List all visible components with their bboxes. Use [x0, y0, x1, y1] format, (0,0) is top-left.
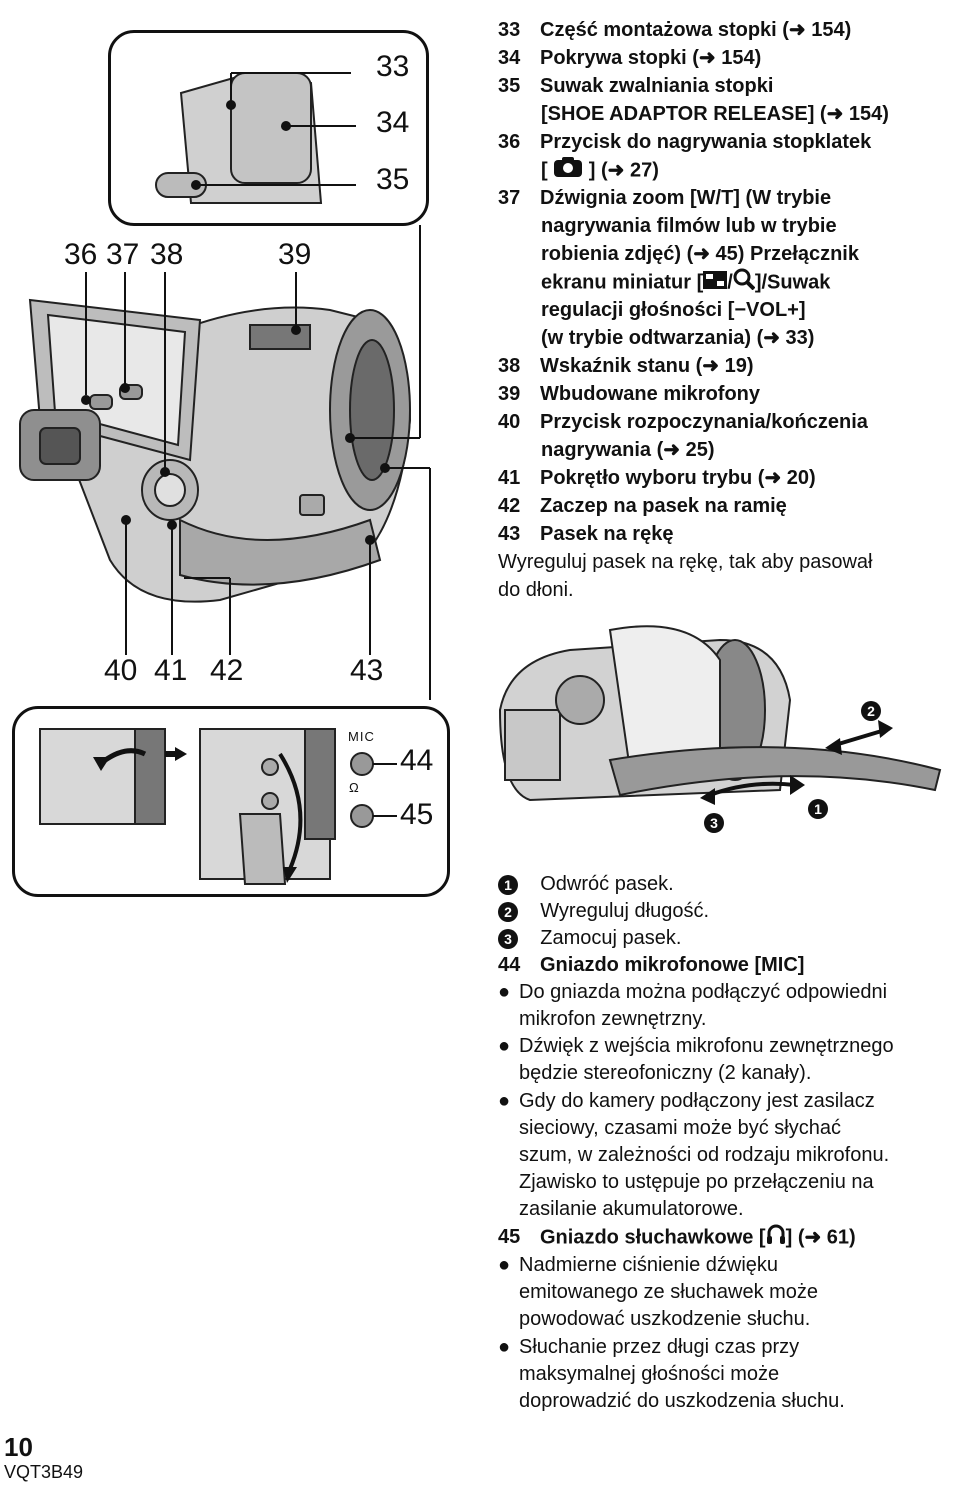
callout-35: 35 — [376, 163, 410, 196]
bullet-44-3-line1: Gdy do kamery podłączony jest zasilacz — [519, 1090, 875, 1112]
headphones-icon — [766, 1223, 786, 1253]
hand-marker-2: 2 — [861, 701, 881, 721]
hand-marker-1: 1 — [808, 799, 828, 819]
bullet-44-2: ● — [498, 1035, 511, 1057]
bullet-44-3: ● — [498, 1090, 511, 1112]
step-3: 3 Zamocuj pasek. — [498, 924, 681, 952]
list-item-40-cont: nagrywania (➜ 25) — [541, 439, 715, 461]
callout-38: 38 — [150, 238, 184, 271]
callout-43: 43 — [350, 654, 384, 687]
camcorder-illustration — [19, 225, 431, 700]
callout-37: 37 — [106, 238, 140, 271]
bullet-44-2-line1: Dźwięk z wejścia mikrofonu zewnętrznego — [519, 1035, 894, 1057]
shoe-detail-inset — [108, 30, 429, 226]
mic-jack-label: MIC — [348, 729, 375, 744]
camera-icon — [553, 156, 583, 186]
callout-36: 36 — [64, 238, 98, 271]
callout-45: 45 — [400, 798, 434, 831]
bullet-45-2-line1: Słuchanie przez długi czas przy — [519, 1336, 800, 1358]
callout-44: 44 — [400, 744, 434, 777]
hand-marker-3: 3 — [704, 813, 724, 833]
list-item-37-cont2: robienia zdjęć) (➜ 45) Przełącznik — [541, 243, 859, 265]
callout-40: 40 — [104, 654, 138, 687]
bullet-45-2-line2: maksymalnej głośności może — [519, 1363, 780, 1385]
bullet-45-1-line3: powodować uszkodzenie słuchu. — [519, 1308, 811, 1330]
list-item-37-cont5: (w trybie odtwarzania) (➜ 33) — [541, 327, 815, 349]
jack-detail-inset — [12, 706, 450, 897]
step-2: 2 Wyreguluj długość. — [498, 897, 709, 925]
jack-detail-drawing — [39, 728, 397, 885]
bullet-44-3-line5: zasilanie akumulatorowe. — [519, 1198, 744, 1220]
bullet-45-2-line3: doprowadzić do uszkodzenia słuchu. — [519, 1390, 845, 1412]
list-item-37-cont3: ekranu miniatur [/]/Suwak — [541, 268, 830, 298]
list-item-36-cont: [ ] (➜ 27) — [541, 156, 659, 186]
bullet-45-1-line2: emitowanego ze słuchawek może — [519, 1281, 819, 1303]
bullet-44-3-line3: szum, w zależności od rodzaju mikrofonu. — [519, 1144, 890, 1166]
bullet-45-2: ● — [498, 1336, 511, 1358]
list-item-35-cont: [SHOE ADAPTOR RELEASE] (➜ 154) — [541, 103, 889, 125]
callout-39: 39 — [278, 238, 312, 271]
bullet-44-2-line2: będzie stereofoniczny (2 kanały). — [519, 1062, 812, 1084]
bullet-44-1-line1: Do gniazda można podłączyć odpowiedni — [519, 981, 888, 1003]
shoe-detail-drawing — [155, 71, 356, 204]
bullet-45-1: ● — [498, 1254, 511, 1276]
bullet-44-1: ● — [498, 981, 511, 1003]
page-number: 10 — [4, 1432, 33, 1462]
callout-33: 33 — [376, 50, 410, 83]
thumbnail-icon — [703, 269, 728, 297]
callout-41: 41 — [154, 654, 188, 687]
callout-42: 42 — [210, 654, 244, 687]
zoom-magnifier-icon — [733, 268, 756, 298]
callout-34: 34 — [376, 106, 410, 139]
headphone-icon: Ω — [349, 780, 359, 795]
bullet-45-1-line1: Nadmierne ciśnienie dźwięku — [519, 1254, 779, 1276]
list-item-37-cont4: regulacji głośności [−VOL+] — [541, 299, 806, 321]
hand-strap-illustration — [498, 625, 942, 805]
bullet-44-3-line2: sieciowy, czasami może być słychać — [519, 1117, 841, 1139]
bullet-44-1-line2: mikrofon zewnętrzny. — [519, 1008, 707, 1030]
step-1: 1 Odwróć pasek. — [498, 870, 674, 898]
bullet-44-3-line4: Zjawisko to ustępuje po przełączeniu na — [519, 1171, 874, 1193]
list-item-37-cont1: nagrywania filmów lub w trybie — [541, 215, 837, 237]
strap-note-line1: Wyreguluj pasek na rękę, tak aby pasował — [498, 551, 873, 573]
doc-code: VQT3B49 — [4, 1462, 84, 1482]
strap-note-line2: do dłoni. — [498, 579, 574, 601]
